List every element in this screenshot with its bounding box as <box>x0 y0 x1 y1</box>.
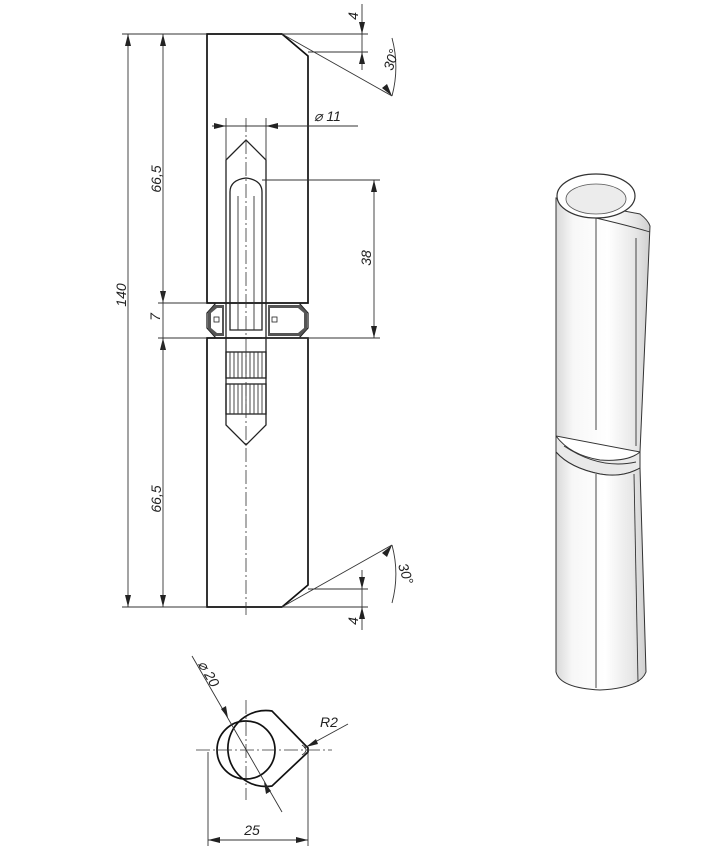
cross-section-view: ⌀ 20 R2 25 <box>191 655 349 846</box>
upper-knuckle-section <box>206 33 309 304</box>
lower-barrel <box>555 450 647 691</box>
dim-upper-length: 66,5 <box>148 165 164 192</box>
dimension-lines <box>122 4 397 630</box>
section-view <box>206 33 309 615</box>
dimension-texts: 4 30° ⌀ 11 66,5 140 38 7 66,5 30° 4 <box>113 12 417 625</box>
dim-bottom-gap: 4 <box>345 617 361 625</box>
dim-pin-length: 38 <box>358 250 374 266</box>
dim-pin-diameter: ⌀ 11 <box>314 108 341 124</box>
upper-bore <box>225 139 267 304</box>
hinge-3d-view <box>555 173 651 691</box>
dim-total-length: 140 <box>113 283 129 307</box>
dim-bottom-angle: 30° <box>395 561 417 586</box>
dim-lower-length: 66,5 <box>148 485 164 512</box>
hinge-pin <box>229 177 263 331</box>
upper-barrel <box>555 197 651 453</box>
dim-collar-gap: 7 <box>147 312 163 321</box>
dim-top-gap: 4 <box>345 12 361 20</box>
dim-lug-radius: R2 <box>320 714 338 730</box>
dim-top-angle: 30° <box>380 47 402 72</box>
dim-section-diameter: ⌀ 20 <box>195 657 223 689</box>
washer-collar <box>206 302 309 339</box>
dim-section-width: 25 <box>243 822 260 838</box>
